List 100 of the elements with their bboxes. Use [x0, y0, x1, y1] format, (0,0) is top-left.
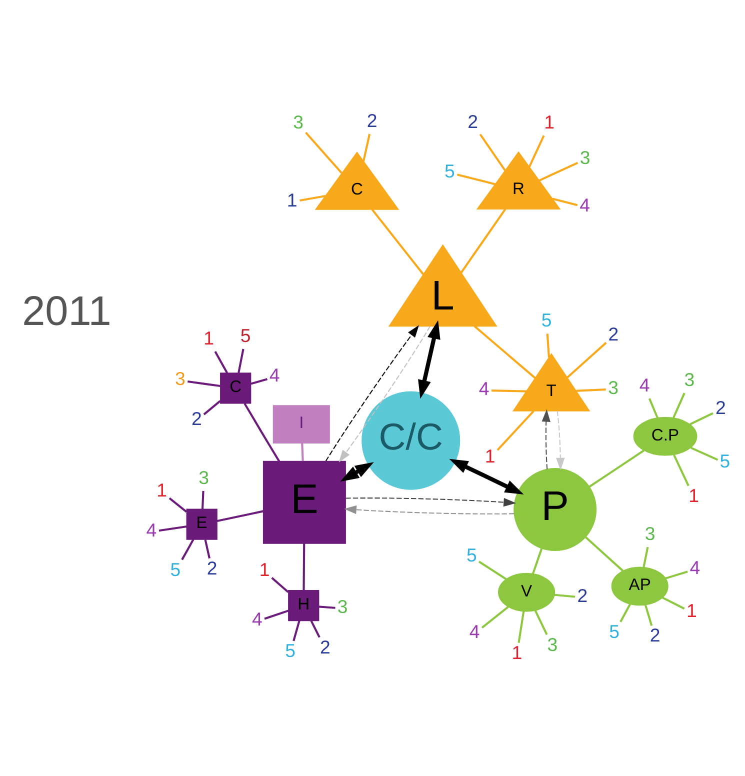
connector: [528, 134, 545, 167]
connector: [672, 392, 686, 418]
connector: [168, 496, 188, 512]
connector: [588, 449, 644, 488]
node-text: 1: [544, 110, 555, 132]
label: 2011: [22, 286, 112, 334]
arrow: [325, 324, 420, 461]
node-text: 2: [366, 110, 378, 131]
node-text: 1: [484, 445, 496, 466]
node-text: 5: [541, 309, 552, 330]
arrow: [556, 410, 565, 470]
node-box: E: [186, 508, 218, 540]
node-text: 4: [639, 374, 650, 396]
connector: [481, 606, 509, 628]
connector: [644, 604, 653, 626]
connector: [271, 576, 289, 592]
node-text: 1: [204, 327, 214, 348]
node-text: 5: [466, 544, 477, 565]
node-text: 2: [608, 323, 619, 344]
node-text: 1: [259, 558, 270, 580]
node-text: 1: [156, 479, 168, 500]
connector: [532, 548, 543, 574]
connector: [244, 402, 280, 462]
node-text: 3: [547, 633, 558, 654]
arrow: [346, 497, 516, 506]
node-ellipse: AP: [611, 566, 668, 606]
node-text: 3: [337, 595, 348, 616]
connector: [662, 596, 685, 610]
node-text: 3: [580, 146, 590, 168]
connector: [690, 446, 718, 460]
node-text: 5: [720, 450, 730, 472]
node-text: 2: [206, 556, 218, 578]
connector: [300, 194, 326, 201]
node-text: 4: [269, 364, 280, 386]
node-text: 2: [716, 396, 726, 418]
node-text: 4: [478, 377, 490, 398]
node-text: 3: [684, 368, 695, 390]
connector: [478, 560, 507, 580]
node-text: 3: [293, 111, 304, 132]
connector: [460, 208, 506, 273]
connector: [642, 546, 649, 567]
node-box: I: [272, 404, 330, 443]
connector: [181, 538, 194, 560]
connector: [302, 542, 306, 590]
connector: [620, 603, 631, 622]
connector: [203, 400, 221, 415]
connector: [264, 609, 289, 620]
connector: [216, 510, 264, 522]
connector: [518, 610, 525, 642]
connector: [292, 620, 300, 641]
connector: [305, 131, 342, 174]
node-text: 1: [286, 188, 298, 210]
node-text: 5: [444, 160, 455, 181]
node-circle: C/C: [362, 390, 460, 490]
connector: [538, 161, 578, 181]
node-text: 5: [170, 558, 181, 580]
arrow: [418, 320, 440, 398]
node-text: 3: [608, 376, 619, 398]
node-text: 3: [174, 368, 186, 389]
node-ellipse: V: [498, 572, 556, 612]
connector: [201, 490, 204, 509]
connector: [491, 389, 526, 392]
node-text: 3: [644, 522, 656, 544]
connector: [158, 524, 187, 532]
connector: [204, 538, 210, 558]
connector: [479, 133, 506, 171]
arrow: [338, 326, 431, 462]
connector: [318, 605, 336, 608]
node-text: 2: [320, 636, 330, 657]
connector: [250, 378, 268, 384]
connector: [371, 208, 424, 275]
connector: [648, 398, 658, 418]
connector: [673, 454, 690, 486]
node-ellipse: C.P: [633, 416, 698, 456]
connector: [188, 380, 221, 387]
connector: [496, 410, 534, 450]
node-text: 5: [609, 620, 620, 642]
node-box: E: [262, 460, 346, 544]
node-text: 2: [191, 408, 202, 429]
node-text: 4: [690, 556, 700, 578]
connector: [214, 350, 228, 373]
connector: [474, 324, 536, 378]
connector: [566, 341, 607, 378]
connector: [584, 536, 624, 572]
node-text: 5: [285, 640, 296, 661]
arrow: [340, 462, 374, 482]
connector: [554, 593, 576, 598]
connector: [362, 133, 371, 161]
connector: [456, 173, 496, 185]
node-text: 1: [688, 484, 700, 506]
arrow: [542, 408, 550, 469]
node-text: 1: [686, 599, 697, 620]
connector: [690, 412, 714, 425]
connector: [546, 333, 550, 357]
node-box: H: [288, 590, 320, 621]
node-text: 2: [468, 110, 478, 132]
node-text: 1: [512, 642, 522, 663]
node-text: 5: [240, 324, 251, 346]
connector: [310, 620, 320, 638]
arrow: [344, 504, 514, 514]
